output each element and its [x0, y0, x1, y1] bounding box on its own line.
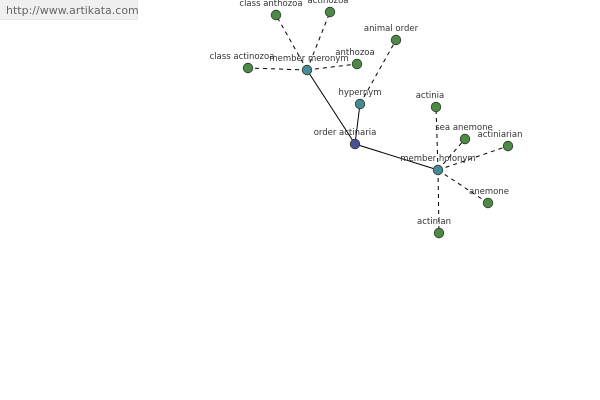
edge-meronym-class_anthozoa: [275, 14, 308, 71]
edges-layer: [247, 11, 509, 234]
node-class-actinozoa[interactable]: [242, 62, 254, 74]
labels-layer: order actinaria member meronym hypernym mem…: [210, 0, 523, 227]
node-anemone[interactable]: [482, 197, 494, 209]
edge-meronym-anthozoa: [306, 63, 358, 71]
node-label-actinia[interactable]: actinia: [416, 91, 445, 101]
node-label-order[interactable]: order actinaria: [314, 128, 377, 138]
node-label-class-anthozoa[interactable]: class anthozoa: [239, 0, 302, 9]
site-url-link[interactable]: http://www.artikata.com: [6, 4, 139, 17]
node-class-anthozoa[interactable]: [270, 9, 282, 21]
edge-holonym-actinian: [437, 169, 440, 234]
node-label-sea-anemone[interactable]: sea anemone: [435, 123, 493, 133]
node-hypernym[interactable]: [354, 98, 366, 110]
edge-holonym-anemone: [437, 169, 489, 204]
node-label-class-actinozoa[interactable]: class actinozoa: [210, 52, 275, 62]
node-label-animal-order[interactable]: animal order: [364, 24, 419, 34]
node-label-actinian[interactable]: actinian: [417, 217, 451, 227]
node-label-actinozoa[interactable]: actinozoa: [307, 0, 348, 6]
edge-order-holonym: [354, 143, 439, 171]
edge-order-meronym: [306, 69, 356, 145]
node-label-meronym[interactable]: member meronym: [269, 54, 348, 64]
node-actiniarian[interactable]: [502, 140, 514, 152]
node-label-anemone[interactable]: anemone: [469, 187, 509, 197]
edge-holonym-sea_anemone: [437, 138, 466, 171]
node-anthozoa[interactable]: [351, 58, 363, 70]
node-meronym[interactable]: [301, 64, 313, 76]
node-label-hypernym[interactable]: hypernym: [338, 88, 381, 98]
edge-holonym-actinia: [435, 106, 439, 171]
node-sea-anemone[interactable]: [459, 133, 471, 145]
url-banner[interactable]: http://www.artikata.com: [0, 0, 139, 20]
node-order[interactable]: [349, 138, 361, 150]
node-animal-order[interactable]: [390, 34, 402, 46]
node-label-anthozoa[interactable]: anthozoa: [335, 48, 374, 58]
edge-meronym-class_actinozoa: [247, 67, 308, 71]
node-actinian[interactable]: [433, 227, 445, 239]
edge-order-hypernym: [354, 103, 361, 145]
edge-meronym-actinozoa: [306, 11, 331, 71]
node-actinia[interactable]: [430, 101, 442, 113]
node-label-holonym[interactable]: member holonym: [400, 154, 475, 164]
node-actinozoa[interactable]: [324, 6, 336, 18]
node-holonym[interactable]: [432, 164, 444, 176]
nodes-layer: [242, 6, 514, 239]
node-label-actiniarian[interactable]: actiniarian: [478, 130, 523, 140]
